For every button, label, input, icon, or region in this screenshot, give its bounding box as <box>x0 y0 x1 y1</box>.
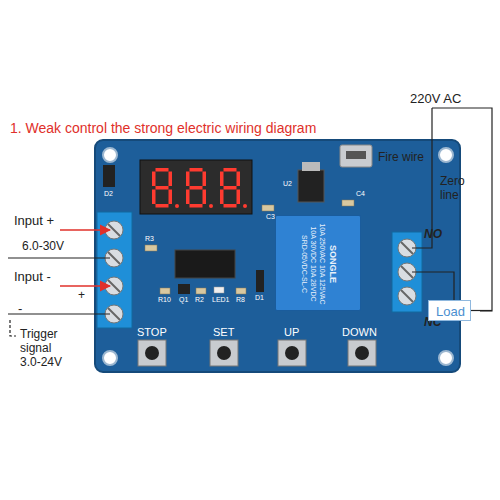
part-name: R2 <box>195 296 204 304</box>
wire-label: Fire wire <box>378 151 424 165</box>
terminal-label: Input + <box>14 214 54 229</box>
input-arrow <box>60 285 110 287</box>
push-buttons <box>138 340 376 366</box>
terminal-screws <box>105 221 123 323</box>
voltage-label: 6.0-30V <box>22 240 64 254</box>
part-name: U2 <box>283 180 292 188</box>
relay-print: SONGLE10A 250VAC 10A 125VAC10A 30VDC 10A… <box>276 216 362 312</box>
pcb-board <box>95 140 460 372</box>
mounting-holes <box>103 148 453 365</box>
button-label: SET <box>213 326 234 339</box>
part-name: R8 <box>236 296 245 304</box>
transistor-q1 <box>178 284 190 294</box>
relay-marking: SONGLE <box>327 245 339 283</box>
load-label: Load <box>436 304 463 319</box>
polarity-sign: - <box>18 302 22 317</box>
load-box: Load <box>428 300 471 321</box>
led-display <box>140 160 252 214</box>
display-segments <box>152 168 247 208</box>
supply-label: 220V AC <box>410 92 461 107</box>
input-arrow <box>60 229 110 231</box>
relay-marking: 10A 250VAC 10A 125VAC <box>318 223 327 304</box>
diagram-title: 1. Weak control the strong electric wiri… <box>10 120 316 136</box>
trigger-label: Trigger signal 3.0-24V <box>20 328 72 369</box>
button-label: DOWN <box>342 326 377 339</box>
usb-port <box>346 151 366 159</box>
part-name: C4 <box>356 190 365 198</box>
part-name: R10 <box>158 296 171 304</box>
wire-label: Zero line <box>440 175 480 203</box>
diode-d1 <box>256 270 264 292</box>
optocoupler-chip <box>175 250 235 278</box>
polarity-sign: + <box>78 289 85 303</box>
part-name: R3 <box>145 235 154 243</box>
wires <box>8 108 492 336</box>
chip-tab <box>302 162 320 171</box>
part-name: C3 <box>266 213 275 221</box>
regulator-chip <box>298 170 324 202</box>
terminal-label: NO <box>424 228 442 242</box>
part-name: D1 <box>255 294 264 302</box>
part-name: LED1 <box>212 296 230 304</box>
button-label: STOP <box>137 326 167 339</box>
part-name: Q1 <box>179 296 188 304</box>
led1 <box>214 287 224 293</box>
button-label: UP <box>284 326 299 339</box>
wire <box>471 310 492 311</box>
relay-body: SONGLE10A 250VAC 10A 125VAC10A 30VDC 10A… <box>275 215 361 311</box>
part-name: D2 <box>104 190 113 198</box>
relay-marking: 10A 30VDC 10A 28VDC <box>309 226 318 301</box>
terminal-label: Input - <box>14 270 51 285</box>
micro-usb <box>340 145 372 167</box>
relay-marking: SRD-05VDC-SL-C <box>300 235 309 293</box>
diode-d2 <box>103 165 115 187</box>
